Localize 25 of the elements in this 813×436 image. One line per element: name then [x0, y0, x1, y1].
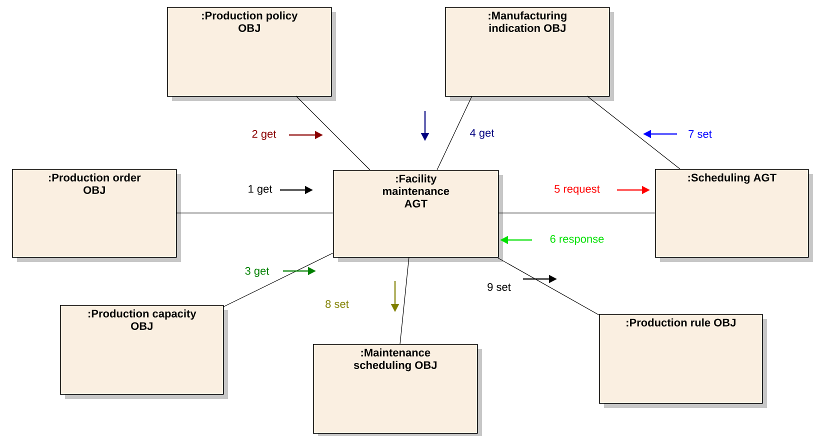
- message-label: 1 get: [246, 184, 274, 196]
- object-box: :Scheduling AGT: [655, 169, 813, 262]
- object-box: :Production policy OBJ: [167, 7, 336, 101]
- message-label: 4 get: [468, 128, 496, 140]
- object-box: :Production rule OBJ: [599, 314, 767, 408]
- message-label: 5 request: [553, 184, 601, 196]
- connector-line: [176, 212, 334, 214]
- message-label: 3 get: [244, 266, 270, 278]
- object-box: :Maintenance scheduling OBJ: [313, 344, 482, 436]
- object-box: :Facility maintenance AGT: [333, 170, 503, 262]
- message-label: 9 set: [486, 282, 512, 292]
- message-label: 6 response: [548, 234, 606, 246]
- connector-line: [586, 96, 680, 170]
- connector-line: [400, 256, 410, 344]
- object-box: :Production order OBJ: [12, 169, 181, 262]
- object-box: :Manufacturing indication OBJ: [445, 7, 614, 101]
- connector-line: [296, 96, 370, 170]
- connector-line: [498, 212, 656, 214]
- message-label: 7 set: [687, 129, 713, 139]
- message-label: 2 get: [250, 129, 278, 141]
- message-label: 8 set: [324, 299, 350, 309]
- connector-line: [498, 258, 600, 316]
- object-box: :Production capacity OBJ: [60, 305, 228, 399]
- connector-line: [436, 96, 472, 170]
- connector-line: [222, 252, 334, 308]
